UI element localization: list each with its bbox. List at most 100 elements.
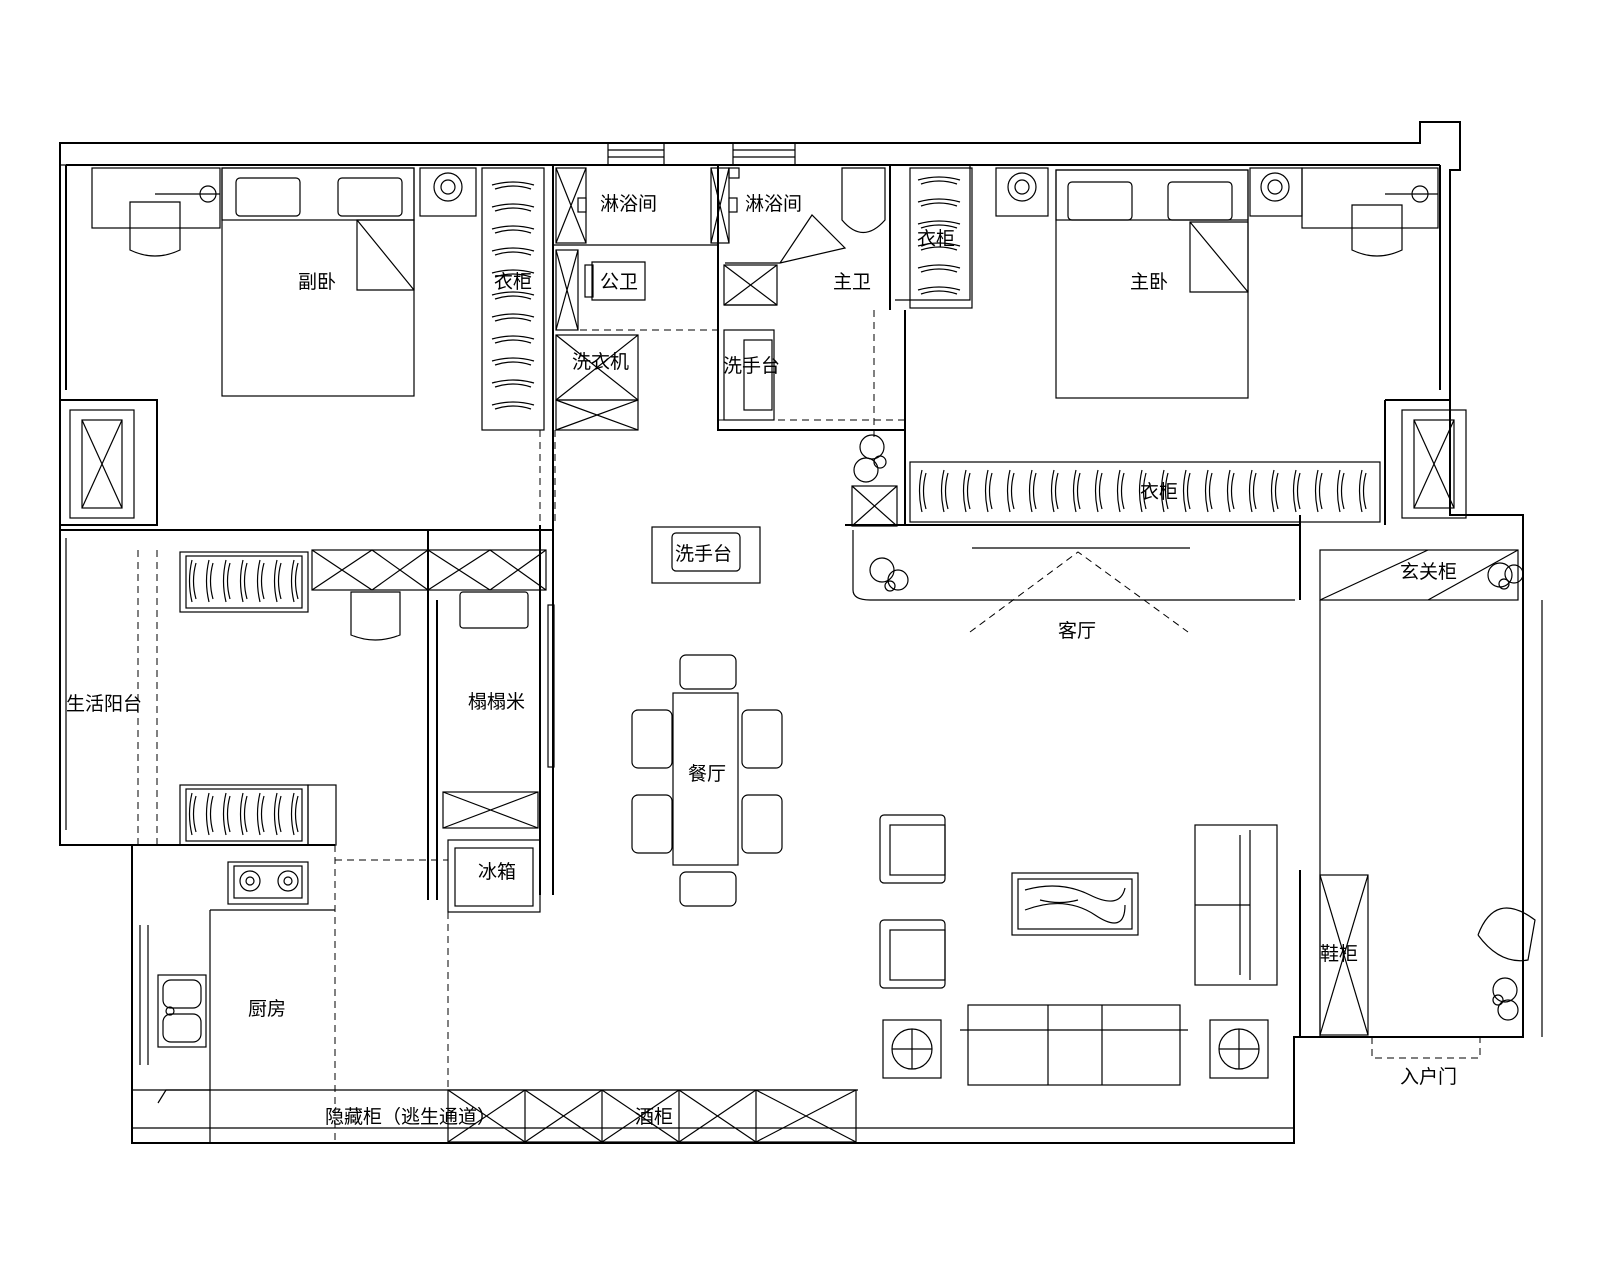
- hanger-icon: [491, 313, 535, 322]
- lamp-icon: [433, 172, 463, 202]
- hanger-icon: [273, 559, 282, 603]
- plant-icon: [853, 434, 887, 483]
- side-cabinets: [69, 409, 1467, 527]
- burner-icon: [277, 870, 299, 892]
- stove: [227, 861, 309, 905]
- hanger-icon: [290, 559, 299, 603]
- hanger-icon: [962, 469, 971, 513]
- hanger-icon: [917, 220, 961, 229]
- hanger-icon: [256, 559, 265, 603]
- hanger-icon: [188, 559, 197, 603]
- desk-chair: [129, 201, 181, 257]
- wardrobe-rail-upper: [179, 551, 309, 613]
- hanger-icon: [1204, 469, 1213, 513]
- dining-chair: [741, 709, 783, 769]
- room-label-second-bedroom: 副卧: [298, 271, 336, 293]
- hanger-icon: [491, 379, 535, 388]
- hanger-icon: [917, 242, 961, 251]
- hanger-icon: [917, 286, 961, 295]
- nightstand: [419, 167, 477, 217]
- nightstand: [1249, 167, 1303, 217]
- public-bathroom: 淋浴间 公卫 洗衣机: [555, 167, 718, 431]
- room-label-master-bedroom: 主卧: [1130, 271, 1168, 293]
- label-vanity-master: 洗手台: [723, 355, 780, 377]
- hanger-icon: [239, 559, 248, 603]
- dining-chair: [741, 794, 783, 854]
- label-entrance-door: 入户门: [1400, 1066, 1457, 1088]
- hanger-icon: [205, 792, 214, 836]
- hanger-icon: [491, 225, 535, 234]
- hanger-icon: [491, 357, 535, 366]
- toilet: [841, 167, 886, 234]
- hanger-icon: [1028, 469, 1037, 513]
- room-label-balcony: 生活阳台: [66, 693, 142, 715]
- room-label-kitchen: 厨房: [248, 998, 286, 1020]
- wardrobe-label-left: 衣柜: [494, 271, 532, 293]
- hanger-icon: [1072, 469, 1081, 513]
- hanger-icon: [256, 792, 265, 836]
- study-chair: [350, 591, 401, 641]
- hanger-icon: [205, 559, 214, 603]
- hanger-icon: [917, 176, 961, 185]
- plant-icon: [1492, 977, 1519, 1021]
- tatami-room: 榻榻米 冰箱: [179, 549, 555, 913]
- desk-chair: [1351, 204, 1403, 257]
- side-table: [1209, 1019, 1269, 1079]
- room-label-tatami: 榻榻米: [468, 691, 525, 713]
- hanger-icon: [491, 291, 535, 300]
- hanger-icon: [1270, 469, 1279, 513]
- wardrobe-left: 衣柜: [481, 167, 545, 431]
- hanger-icon: [222, 792, 231, 836]
- nightstand: [995, 167, 1049, 217]
- fridge: [447, 839, 541, 913]
- master-bathroom: 淋浴间 主卫 洗手台: [710, 167, 906, 440]
- hanger-icon: [984, 469, 993, 513]
- plant-icon: [1487, 562, 1524, 590]
- desk: [1301, 167, 1439, 229]
- sink: [157, 974, 207, 1048]
- label-washer: 洗衣机: [572, 351, 629, 373]
- hanger-icon: [1116, 469, 1125, 513]
- hanger-icon: [1138, 469, 1147, 513]
- hanger-icon: [491, 269, 535, 278]
- balcony: 生活阳台: [66, 550, 158, 845]
- hanger-icon: [1292, 469, 1301, 513]
- dining-chair: [679, 654, 737, 690]
- wardrobe-label-long: 衣柜: [1140, 481, 1178, 503]
- label-fridge: 冰箱: [478, 861, 516, 883]
- room-label-shower-right: 淋浴间: [745, 193, 802, 215]
- hanger-icon: [491, 335, 535, 344]
- hanger-icon: [1314, 469, 1323, 513]
- sofa-main: [967, 1004, 1181, 1086]
- tatami-pillow: [459, 591, 529, 629]
- entry-area: 玄关柜 鞋柜 入户门: [1319, 549, 1543, 1088]
- plant-icon: [869, 557, 909, 592]
- outer-walls: [59, 121, 1524, 1144]
- room-label-dining: 餐厅: [688, 763, 726, 785]
- public-vanity: 洗手台: [651, 526, 761, 584]
- kitchen: 厨房: [157, 861, 335, 1143]
- hanger-icon: [1094, 469, 1103, 513]
- burner-icon: [239, 870, 261, 892]
- wardrobe-long: 衣柜: [909, 461, 1381, 523]
- entry-chair: [1477, 907, 1536, 962]
- toilet: [591, 261, 646, 301]
- hanger-icon: [917, 264, 961, 273]
- lamp-icon: [1260, 172, 1290, 202]
- label-hidden-cabinet: 隐藏柜（逃生通道）: [325, 1106, 496, 1128]
- lamp-icon: [1411, 185, 1429, 203]
- hanger-icon: [1160, 469, 1169, 513]
- hanger-icon: [1050, 469, 1059, 513]
- dining-area: 餐厅: [631, 654, 783, 907]
- hanger-icon: [940, 469, 949, 513]
- dining-table: [672, 692, 739, 866]
- master-bedroom: 主卧: [995, 167, 1439, 399]
- wardrobe-small: 衣柜: [909, 167, 973, 309]
- hanger-icon: [290, 792, 299, 836]
- side-table: [882, 1019, 942, 1079]
- hanger-icon: [1248, 469, 1257, 513]
- lamp-icon: [1007, 172, 1037, 202]
- label-vanity-public: 洗手台: [675, 543, 732, 565]
- hanger-icon: [491, 401, 535, 410]
